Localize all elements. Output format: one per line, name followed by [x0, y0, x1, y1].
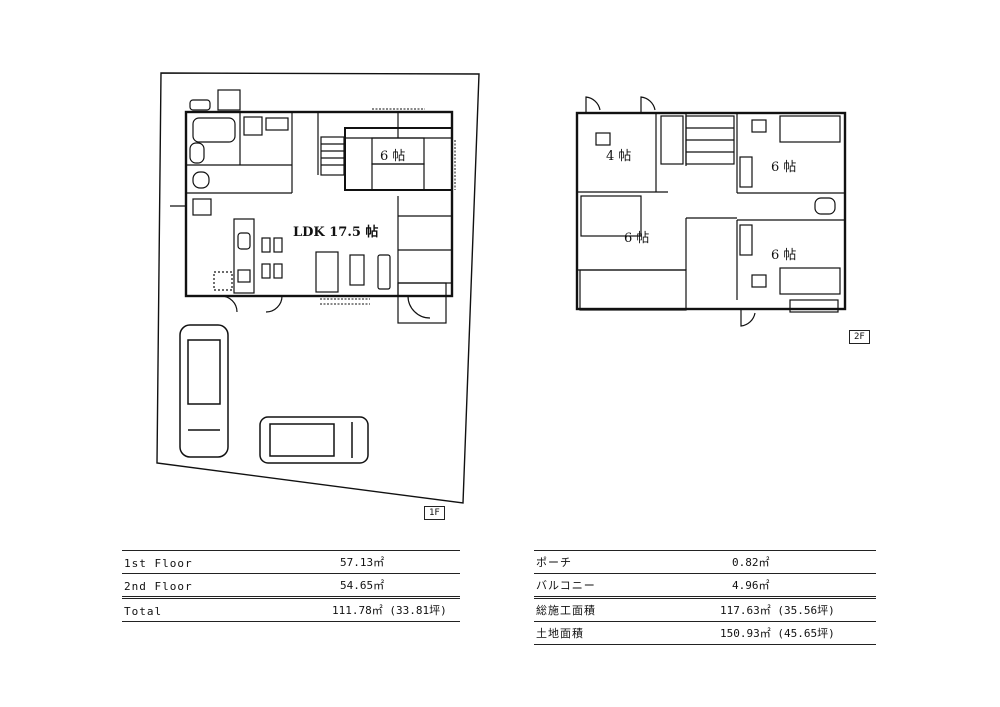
area-table-totals: ポーチ 0.82㎡ バルコニー 4.96㎡ 総施工面積 117.63㎡ (35.…	[534, 550, 876, 645]
row-label: ポーチ	[536, 556, 572, 569]
table-row: 土地面積 150.93㎡ (45.65坪)	[534, 622, 876, 645]
table-row: Total 111.78㎡ (33.81坪)	[122, 599, 460, 622]
table-row: 総施工面積 117.63㎡ (35.56坪)	[534, 599, 876, 622]
row-value: 54.65㎡	[340, 579, 385, 592]
floor-tag-2f: 2F	[849, 330, 870, 344]
room-label-2f-6jo-sw: 6 帖	[624, 231, 650, 246]
first-floor-walls	[170, 89, 453, 324]
site-boundary	[156, 72, 480, 504]
room-label-2f-6jo-se: 6 帖	[771, 248, 797, 263]
table-row: 1st Floor 57.13㎡	[122, 551, 460, 574]
second-floor-walls	[577, 96, 845, 327]
floor-tag-1f: 1F	[424, 506, 445, 520]
row-label: Total	[124, 605, 163, 618]
table-row: バルコニー 4.96㎡	[534, 574, 876, 599]
area-table-floors: 1st Floor 57.13㎡ 2nd Floor 54.65㎡ Total …	[122, 550, 460, 622]
row-value: 150.93㎡ (45.65坪)	[720, 627, 835, 640]
parked-car-vertical	[179, 324, 229, 458]
row-value: 117.63㎡ (35.56坪)	[720, 604, 835, 617]
row-value: 4.96㎡	[732, 579, 770, 592]
row-label: 総施工面積	[536, 604, 596, 617]
row-value: 111.78㎡ (33.81坪)	[332, 604, 447, 617]
row-label: 1st Floor	[124, 557, 193, 570]
room-label-2f-4jo: 4 帖	[606, 149, 632, 164]
row-value: 57.13㎡	[340, 556, 385, 569]
second-floor-building	[575, 111, 847, 311]
first-floor-building	[184, 110, 454, 298]
room-label-tatami: 6 帖	[380, 149, 406, 164]
row-label: 土地面積	[536, 627, 584, 640]
table-row: 2nd Floor 54.65㎡	[122, 574, 460, 599]
row-label: バルコニー	[536, 579, 596, 592]
table-row: ポーチ 0.82㎡	[534, 551, 876, 574]
room-label-ldk: LDK 17.5 帖	[293, 225, 379, 240]
row-label: 2nd Floor	[124, 580, 193, 593]
room-label-2f-6jo-ne: 6 帖	[771, 160, 797, 175]
row-value: 0.82㎡	[732, 556, 770, 569]
parked-car-horizontal	[259, 416, 369, 464]
